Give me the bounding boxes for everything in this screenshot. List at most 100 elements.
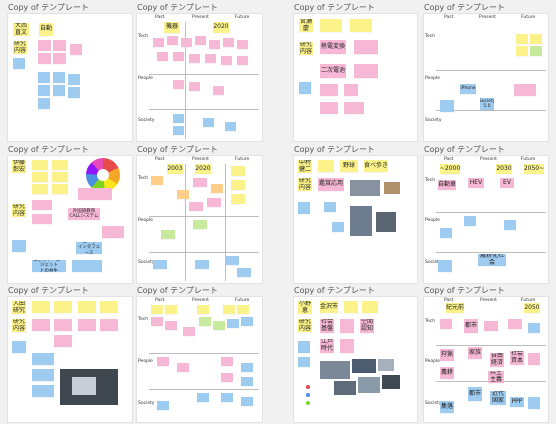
sticky-note[interactable]: 近代 国家 (490, 391, 506, 405)
sticky-note[interactable] (12, 240, 26, 252)
photo[interactable] (320, 361, 350, 379)
sticky-note[interactable] (53, 53, 66, 64)
sticky-note[interactable]: 2020 (195, 164, 211, 174)
sticky-note[interactable]: ロボット・エージェント との共生 (32, 260, 66, 272)
sticky-note[interactable] (12, 341, 26, 353)
sticky-note[interactable] (173, 52, 184, 61)
sticky-note[interactable] (464, 216, 476, 226)
sticky-note[interactable] (205, 54, 216, 63)
sticky-note[interactable] (102, 226, 124, 238)
photo[interactable] (350, 206, 372, 236)
sticky-note[interactable] (344, 84, 358, 96)
sticky-note[interactable]: 研究 内容 (13, 41, 27, 54)
board-frame-3[interactable]: Copy of テンプレート 宮瀬 慶 研究 内容 熱電変換 二次電池 (294, 3, 417, 141)
sticky-note[interactable]: 二次電池 (320, 64, 346, 78)
sticky-note[interactable] (207, 198, 221, 207)
sticky-note[interactable] (197, 393, 209, 402)
sticky-note[interactable] (440, 100, 454, 112)
sticky-note[interactable] (231, 166, 245, 176)
sticky-note[interactable] (528, 323, 540, 333)
sticky-note[interactable] (32, 160, 48, 170)
sticky-note[interactable] (195, 36, 206, 45)
sticky-note[interactable] (195, 260, 209, 269)
sticky-note[interactable] (221, 393, 233, 402)
sticky-note[interactable] (354, 40, 378, 54)
sticky-note[interactable]: HEV (468, 178, 484, 188)
sticky-note[interactable] (223, 305, 235, 314)
sticky-note[interactable]: ~2000 (440, 164, 460, 174)
board-frame-5[interactable]: Copy of テンプレート 伊藤 彰宏 研究 内容 外国語教育 CALLシステ… (8, 145, 132, 283)
sticky-note[interactable] (209, 40, 220, 49)
sticky-note[interactable]: 熱電変換 (320, 40, 346, 54)
sticky-note[interactable] (508, 319, 522, 329)
sticky-note[interactable] (197, 305, 209, 314)
sticky-note[interactable] (221, 56, 232, 65)
sticky-note[interactable] (241, 363, 253, 372)
sticky-note[interactable] (221, 373, 233, 382)
sticky-note[interactable]: 農耕化社会 (478, 254, 506, 266)
sticky-note[interactable]: 入田 研究 (12, 301, 26, 314)
sticky-note[interactable] (157, 401, 169, 410)
board-frame-7[interactable]: Copy of テンプレート 中村 健二 野球 食べ歩き 研究 内容 鑑賞応用 (294, 145, 417, 283)
sticky-note[interactable]: 野球 (340, 160, 358, 172)
sticky-note[interactable] (504, 220, 516, 230)
sticky-note[interactable] (324, 202, 336, 212)
sticky-note[interactable] (344, 301, 358, 313)
sticky-note[interactable] (241, 377, 253, 386)
board-frame-10[interactable]: Copy of テンプレート Past Present Future Tech … (137, 286, 262, 422)
sticky-note[interactable] (298, 341, 310, 353)
sticky-note[interactable]: 2020 (213, 22, 229, 33)
sticky-note[interactable]: 食べ歩き (364, 160, 388, 172)
sticky-note[interactable] (530, 34, 542, 44)
sticky-note[interactable]: 共主 主義 (488, 371, 504, 383)
sticky-note[interactable] (298, 202, 310, 214)
sticky-note[interactable]: EV (500, 178, 514, 188)
sticky-note[interactable]: 都市 (464, 319, 478, 333)
sticky-note[interactable] (516, 46, 528, 56)
sticky-note[interactable]: 自動 (39, 23, 53, 36)
sticky-note[interactable] (78, 188, 112, 200)
sticky-note[interactable] (528, 353, 540, 365)
sticky-note[interactable] (241, 317, 253, 326)
photo[interactable] (352, 359, 376, 373)
sticky-note[interactable] (189, 82, 200, 91)
sticky-note[interactable] (528, 397, 540, 409)
sticky-note[interactable] (153, 38, 164, 47)
sticky-note[interactable] (199, 317, 211, 326)
sticky-note[interactable] (354, 64, 378, 78)
sticky-note[interactable] (32, 200, 52, 210)
sticky-note[interactable]: 狩猟 (440, 349, 454, 361)
sticky-note[interactable] (32, 369, 54, 381)
sticky-note[interactable] (299, 82, 311, 94)
sticky-note[interactable]: 機器 (164, 22, 180, 33)
sticky-note[interactable]: 外国語教育 CALLシステム (68, 208, 100, 220)
board-frame-8[interactable]: Copy of テンプレート Past Present Future Tech … (424, 145, 548, 283)
sticky-note[interactable] (484, 321, 498, 331)
sticky-note[interactable] (193, 178, 207, 187)
sticky-note[interactable] (13, 58, 25, 69)
photo[interactable] (378, 359, 394, 371)
sticky-note[interactable]: 大西 直文 (13, 23, 29, 36)
sticky-note[interactable]: 空間 認知 (360, 319, 374, 333)
sticky-note[interactable] (53, 85, 65, 96)
sticky-note[interactable] (53, 72, 65, 83)
sticky-note[interactable]: 社会 基盤 (320, 319, 334, 333)
board-frame-9[interactable]: Copy of テンプレート 入田 研究 研究 内容 (8, 286, 132, 422)
sticky-note[interactable]: 集落 (440, 401, 454, 413)
sticky-note[interactable] (237, 268, 251, 277)
sticky-note[interactable] (237, 305, 249, 314)
sticky-note[interactable] (320, 102, 338, 114)
sticky-note[interactable]: 江戸 時代 (320, 339, 334, 353)
board-frame-4[interactable]: Copy of テンプレート Past Present Future Tech … (424, 3, 548, 141)
sticky-note[interactable]: 研究 内容 (12, 204, 26, 217)
sticky-note[interactable] (32, 319, 50, 331)
sticky-note[interactable] (225, 122, 236, 131)
board-frame-1[interactable]: Copy of テンプレート 大西 直文 自動 研究 内容 (8, 3, 132, 141)
sticky-note[interactable] (340, 339, 354, 353)
photo[interactable] (72, 377, 96, 395)
sticky-note[interactable] (213, 321, 225, 330)
sticky-note[interactable] (227, 319, 239, 328)
sticky-note[interactable] (193, 220, 207, 229)
sticky-note[interactable] (70, 44, 82, 55)
photo[interactable] (358, 377, 380, 393)
